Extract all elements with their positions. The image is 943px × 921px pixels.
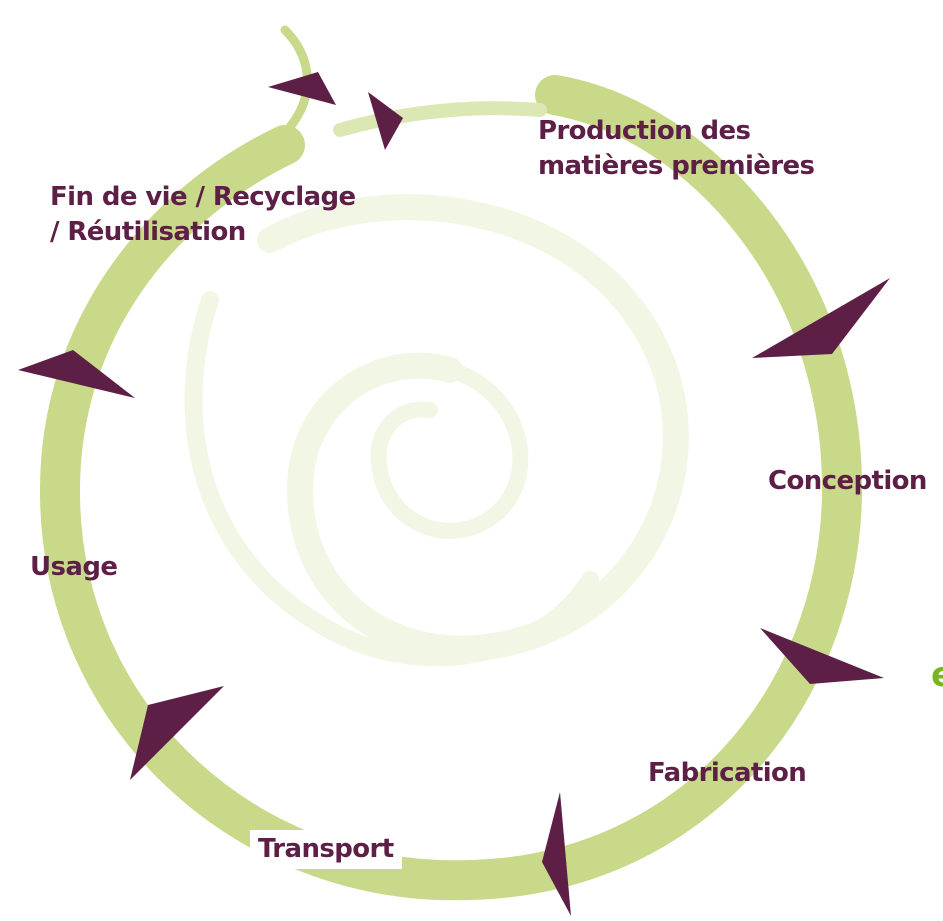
arrow-production-conception (752, 278, 890, 358)
swirl-middle (184, 291, 599, 667)
arrows (18, 72, 890, 916)
arrow-conception-fabrication (760, 628, 884, 684)
swirl-outer (257, 194, 689, 662)
stage-label-line: Usage (30, 552, 118, 582)
cropped-edge-letter: e (931, 655, 943, 695)
stage-label-line: / Réutilisation (50, 217, 246, 247)
stage-label-line: Production des (538, 116, 751, 146)
arrow-fabrication-transport (542, 792, 571, 916)
stage-label-usage: Usage (30, 550, 118, 585)
arrow-top-left (268, 72, 336, 105)
stage-label-transport: Transport (250, 830, 402, 869)
stage-label-line: Fabrication (648, 758, 807, 788)
ring-sprout (210, 25, 312, 195)
stage-label-line: matières premières (538, 151, 815, 181)
cycle-ring (39, 75, 863, 901)
arrow-top-right (368, 92, 403, 150)
arrow-usage-fin (18, 350, 135, 398)
stage-label-line: Fin de vie / Recyclage (50, 182, 356, 212)
arrow-transport-usage (130, 686, 224, 780)
stage-label-fabrication: Fabrication (648, 756, 807, 791)
stage-label-line: Transport (258, 834, 394, 864)
background-swirl (184, 194, 689, 667)
ring-tail (333, 101, 547, 137)
stage-label-fin-de-vie: Fin de vie / Recyclage / Réutilisation (50, 180, 356, 250)
stage-label-conception: Conception (768, 464, 927, 499)
stage-label-line: Conception (768, 466, 927, 496)
swirl-inner (370, 362, 529, 539)
stage-label-production: Production des matières premières (538, 114, 815, 184)
